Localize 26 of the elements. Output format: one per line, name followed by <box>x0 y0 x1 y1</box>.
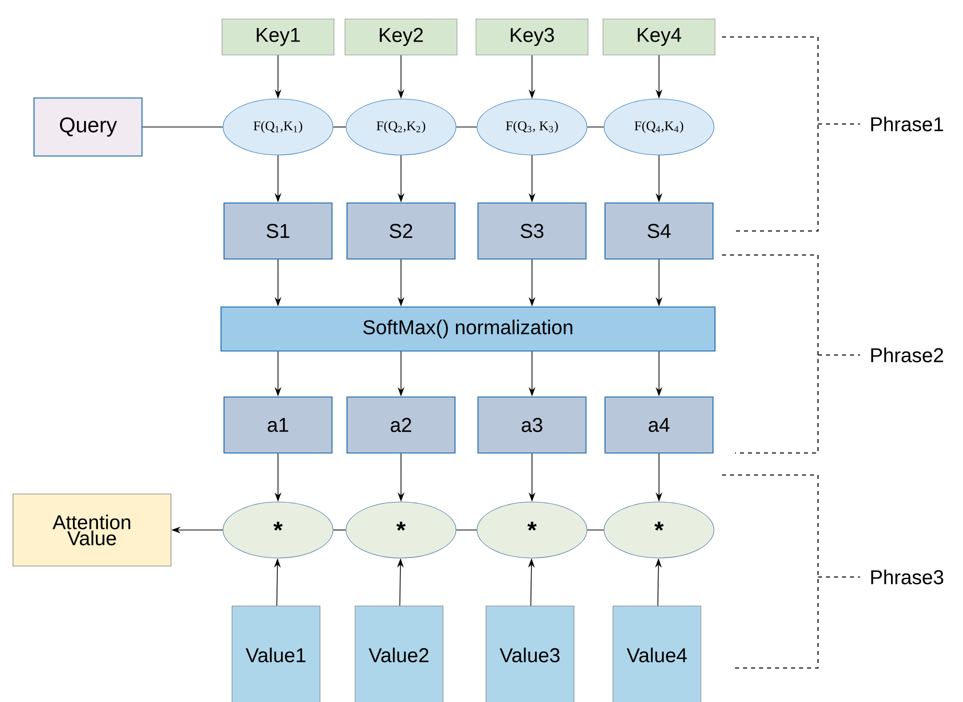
query-box: Query <box>33 97 143 157</box>
score-box: S3 <box>477 202 587 260</box>
value-box: Value1 <box>232 606 320 702</box>
score-box: S4 <box>604 202 714 260</box>
connector-line <box>142 126 224 128</box>
score-box: a3 <box>477 396 587 454</box>
score-box: S1 <box>223 202 333 260</box>
connector-line <box>586 126 604 128</box>
score-box: S2 <box>346 202 456 260</box>
value-box: Value4 <box>612 606 702 702</box>
key-box: Key3 <box>476 18 588 56</box>
score-box: a2 <box>346 396 456 454</box>
score-box: a4 <box>604 396 714 454</box>
connector-line <box>332 126 346 128</box>
phase-label: Phrase3 <box>871 570 944 584</box>
score-box: a1 <box>223 396 333 454</box>
value-box: Value2 <box>354 606 444 702</box>
connector-line <box>456 126 478 128</box>
value-box: Value3 <box>486 606 574 702</box>
key-box: Key4 <box>602 18 716 56</box>
phase-label: Phrase1 <box>871 116 944 132</box>
key-box: Key2 <box>344 18 458 56</box>
phase-label: Phrase2 <box>871 348 944 362</box>
key-box: Key1 <box>222 18 334 56</box>
attention-value-box: Attention Value <box>12 494 172 566</box>
softmax-box: SoftMax() normalization <box>220 306 716 352</box>
